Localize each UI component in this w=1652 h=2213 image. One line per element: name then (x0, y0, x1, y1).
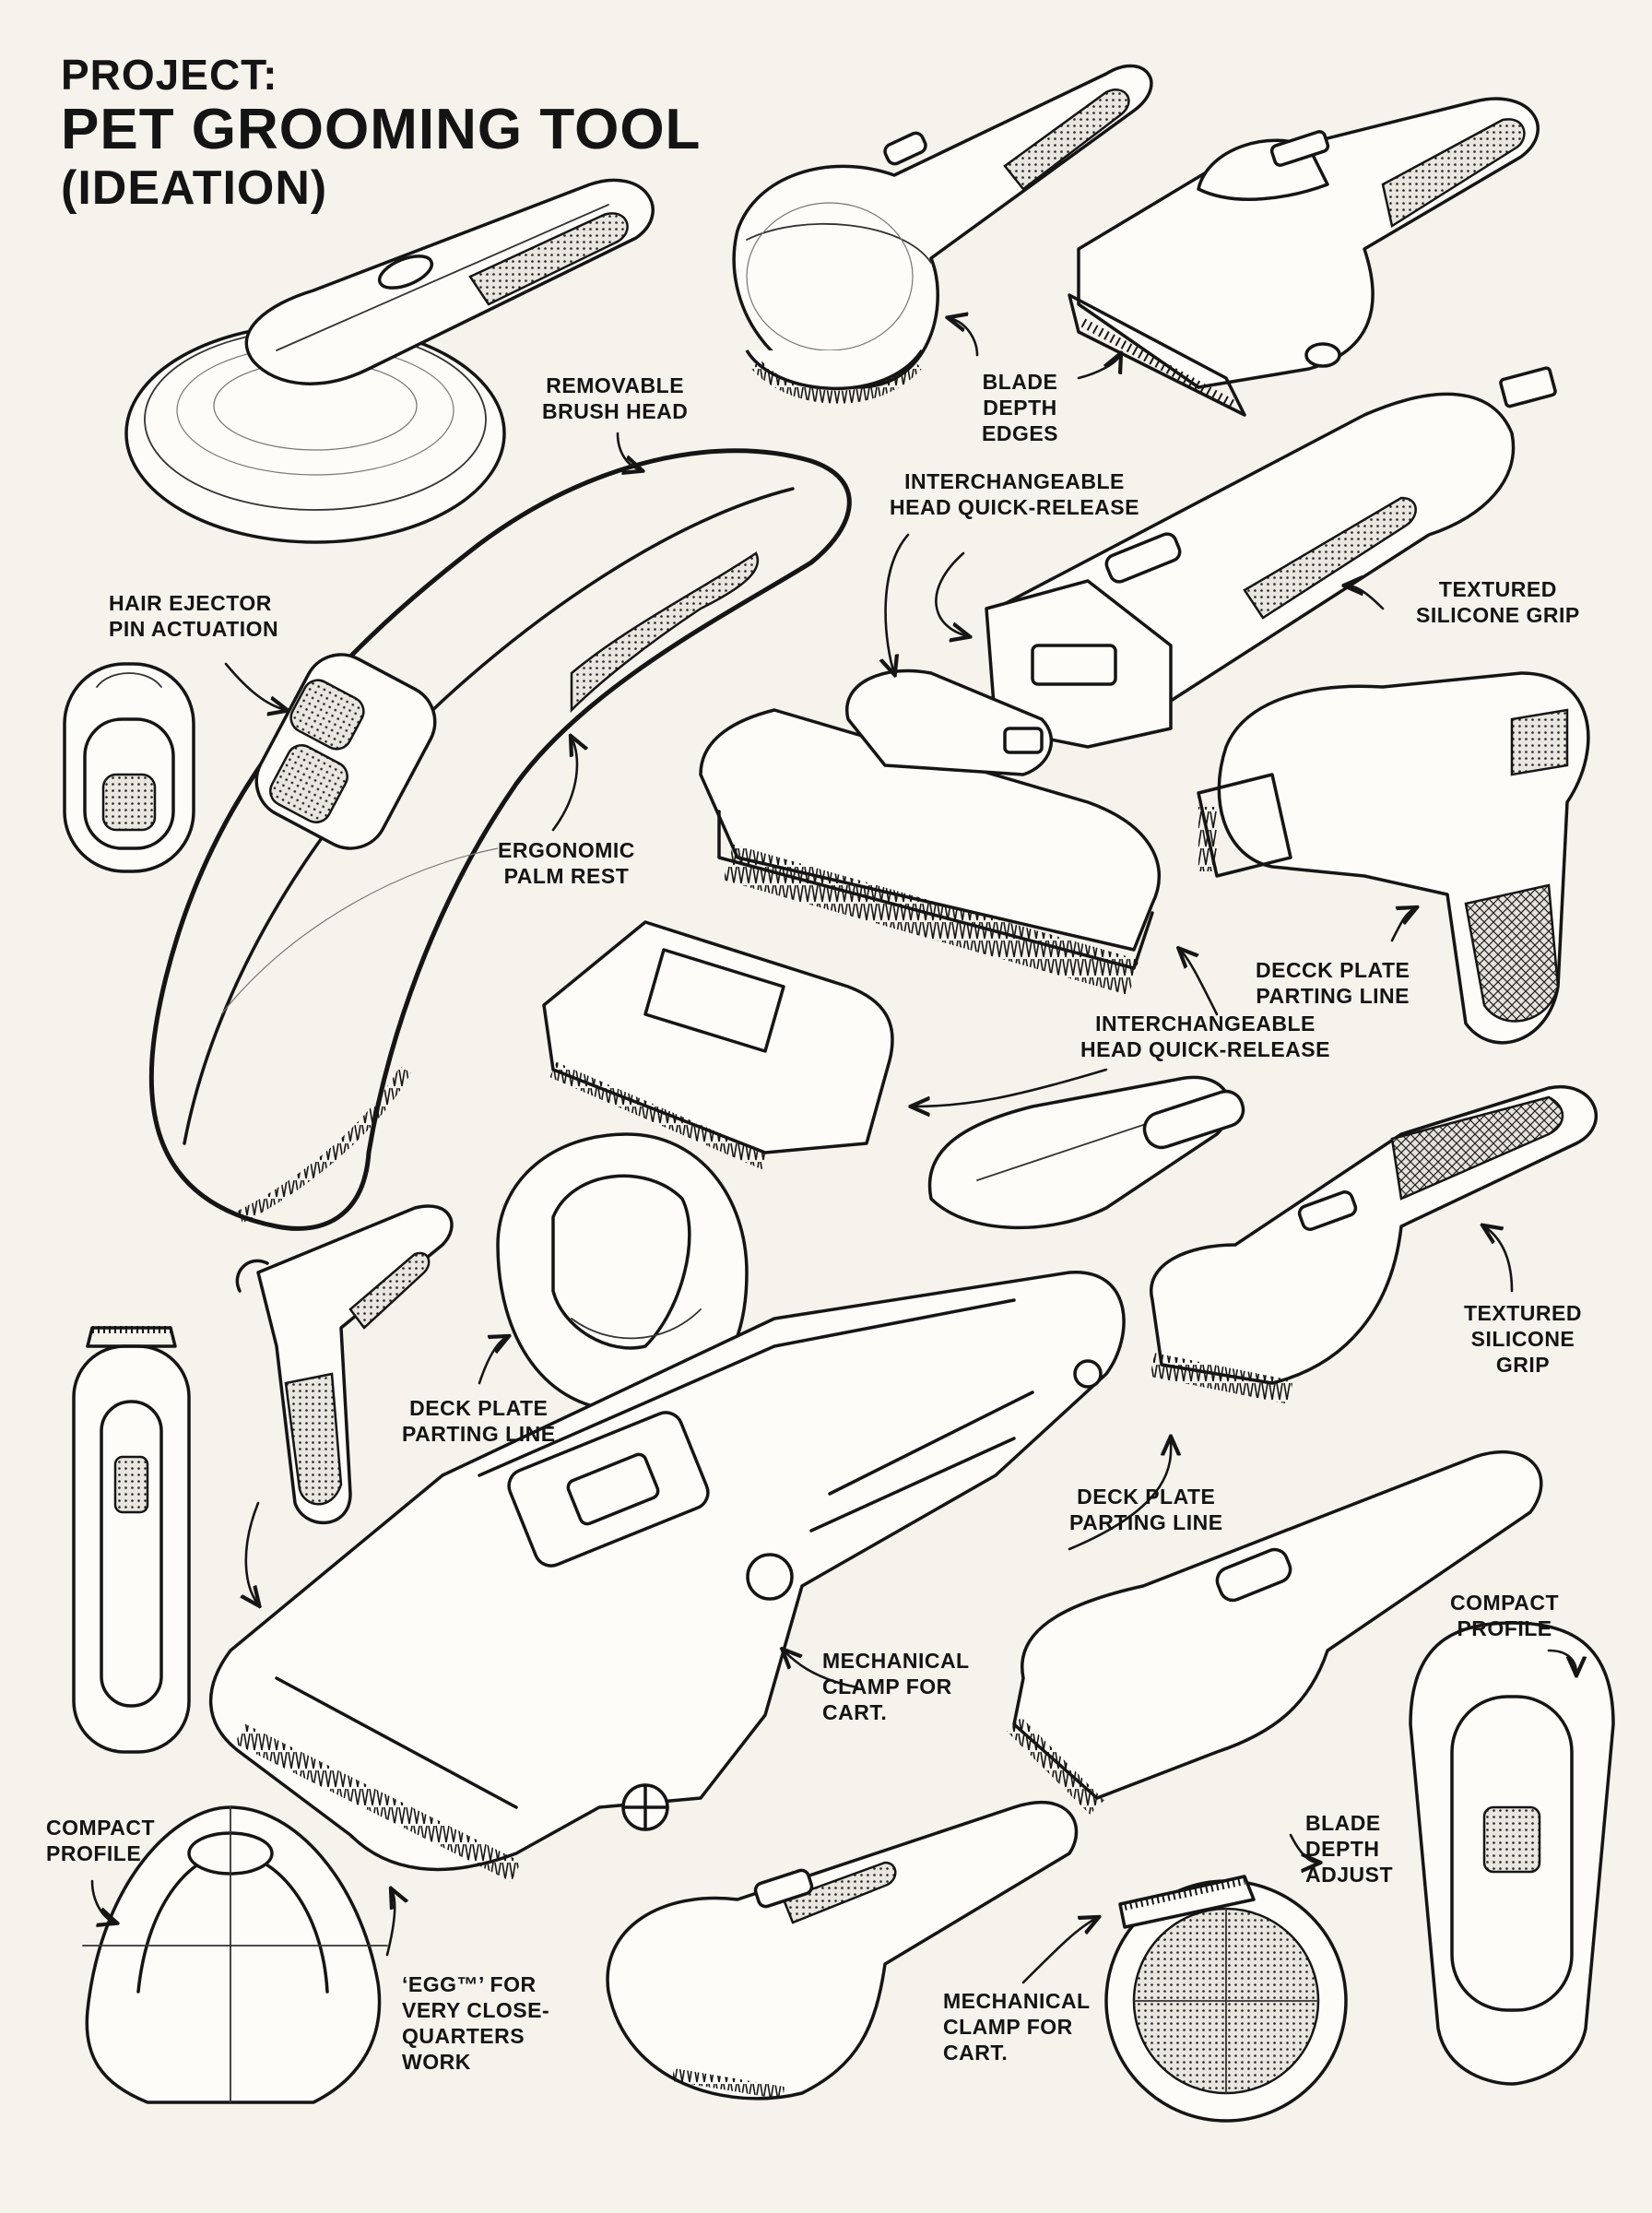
note-compact-profile-left: COMPACT PROFILE (46, 1816, 156, 1865)
long-clipper-lower-sketch (1007, 1450, 1543, 1815)
long-clipper-sketch (985, 366, 1557, 749)
title-project-phase: (IDEATION) (61, 161, 328, 215)
project-title-block: PROJECT: PET GROOMING TOOL (IDEATION) (61, 53, 701, 212)
title-project-label: PROJECT: (61, 51, 278, 99)
round-comb-head-sketch (1104, 1875, 1348, 2123)
note-decck-plate-parting-line: DECCK PLATE PARTING LINE (1256, 958, 1410, 1008)
compact-profile-right-sketch (1409, 1621, 1615, 2086)
heavy-duty-clipper-sketch (209, 1271, 1126, 1882)
note-textured-silicone-grip-top: TEXTURED SILICONE GRIP (1416, 577, 1580, 627)
round-head-brush-bottom-sketch (606, 1801, 1079, 2101)
note-interchangeable-head-top: INTERCHANGEABLE HEAD QUICK-RELEASE (890, 469, 1139, 519)
note-removable-brush-head: REMOVABLE BRUSH HEAD (542, 373, 689, 423)
note-blade-depth-adjust: BLADE DEPTH ADJUST (1305, 1811, 1394, 1887)
slim-attachment-sketch (927, 1075, 1245, 1230)
note-mechanical-clamp-bottom: MECHANICAL CLAMP FOR CART. (943, 1989, 1091, 2065)
pistol-grip-trimmer-sketch (1197, 671, 1590, 1045)
note-deck-plate-mid: DECK PLATE PARTING LINE (1069, 1485, 1223, 1534)
callout-arrows (90, 318, 1576, 1984)
compact-top-view-small (63, 662, 195, 873)
note-textured-silicone-grip-right: TEXTURED SILICONE GRIP (1464, 1301, 1582, 1377)
note-egg-close-quarters: ‘EGG™’ FOR VERY CLOSE- QUARTERS WORK (402, 1972, 550, 2074)
round-head-clipper-sketch (732, 64, 1153, 404)
trimmer-head-sketch (542, 920, 894, 1170)
vertical-slim-clipper-sketch (72, 1326, 191, 1754)
note-blade-depth-edges: BLADE DEPTH EDGES (982, 370, 1059, 445)
note-ergonomic-palm-rest: ERGONOMIC PALM REST (498, 838, 635, 888)
blade-clipper-sketch-top (1068, 97, 1540, 417)
egg-head-sketch (496, 1132, 749, 1413)
curved-handle-brush-sketch (148, 448, 852, 1231)
square-brush-head-sketch (699, 669, 1162, 996)
note-mechanical-clamp-mid: MECHANICAL CLAMP FOR CART. (822, 1649, 970, 1724)
note-hair-ejector: HAIR EJECTOR PIN ACTUATION (109, 591, 279, 641)
title-project-name: PET GROOMING TOOL (61, 98, 702, 161)
round-brush-sketch (124, 178, 655, 544)
note-interchangeable-head-mid: INTERCHANGEABLE HEAD QUICK-RELEASE (1080, 1012, 1330, 1061)
note-compact-profile-right: COMPACT PROFILE (1450, 1591, 1560, 1640)
note-deck-plate-left: DECK PLATE PARTING LINE (402, 1396, 556, 1446)
egg-compact-sketch (82, 1805, 388, 2104)
small-curved-handle-sketch (235, 1204, 454, 1524)
textured-grip-brush-sketch (1149, 1084, 1598, 1404)
